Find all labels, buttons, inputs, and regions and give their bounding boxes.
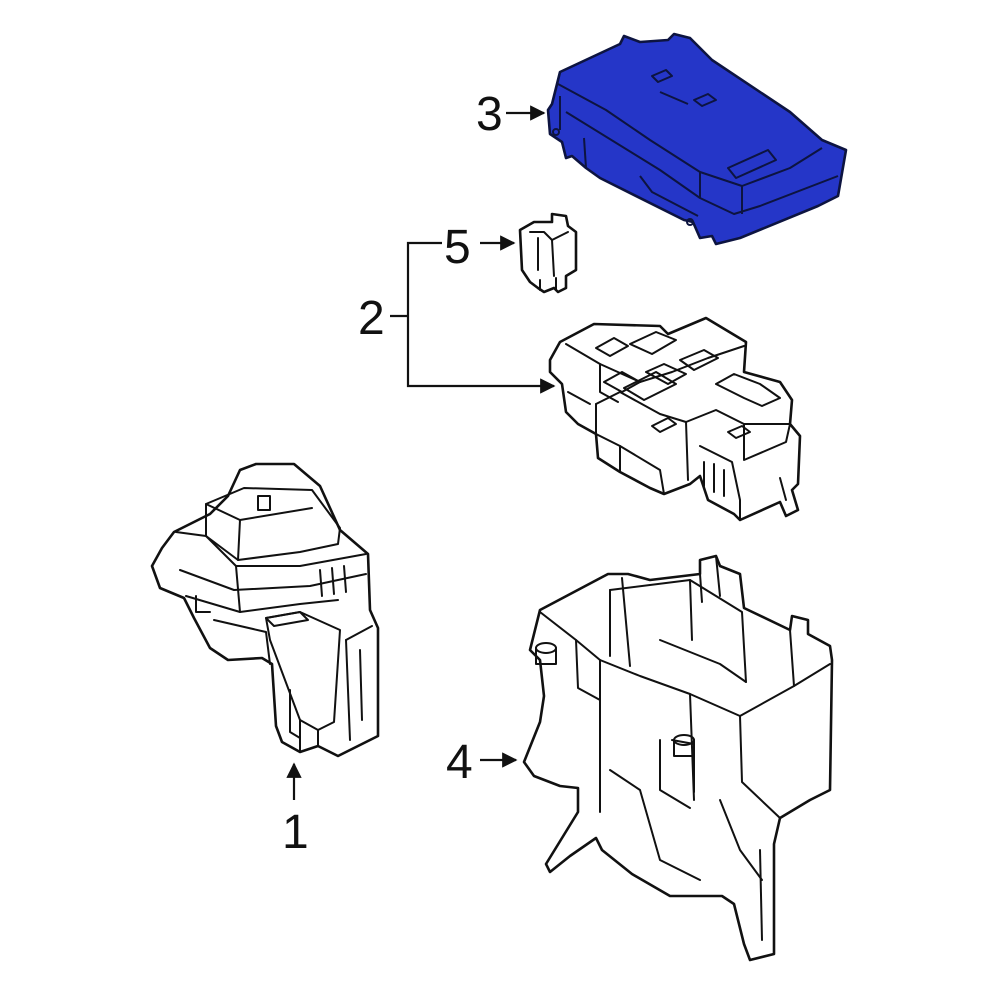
callout-label-3: 3 [476, 88, 503, 141]
callout-label-2: 2 [358, 292, 385, 345]
leader-bracket-part-2 [406, 241, 556, 394]
callout-label-1: 1 [282, 806, 309, 859]
part-2-fuse-block[interactable] [548, 316, 802, 522]
callout-label-5: 5 [444, 221, 471, 274]
part-3-cover[interactable] [546, 32, 848, 246]
part-1-junction-block[interactable] [150, 462, 380, 758]
callout-label-4: 4 [446, 736, 473, 789]
part-4-lower-case[interactable] [522, 554, 834, 962]
part-5-relay[interactable] [518, 212, 578, 294]
